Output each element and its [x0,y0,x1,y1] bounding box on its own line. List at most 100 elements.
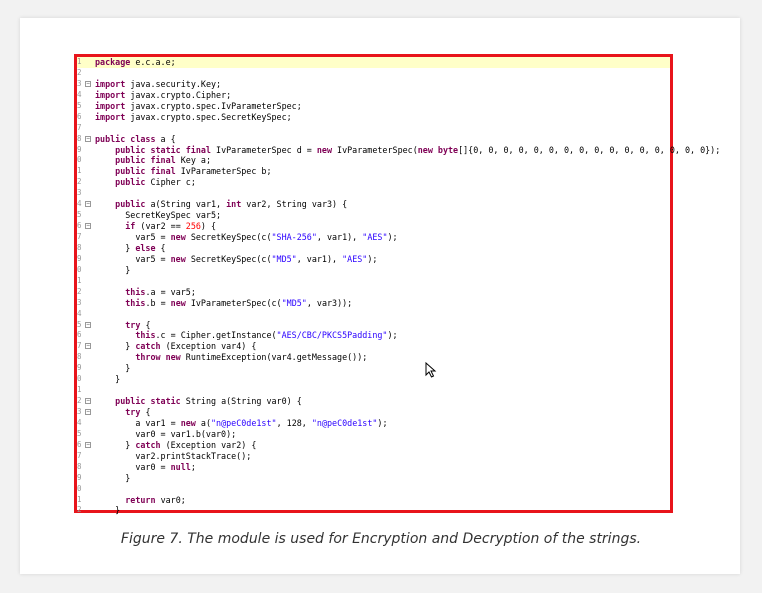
line-number: 3 [77,78,82,88]
code-token: javax.crypto.spec.SecretKeySpec; [125,111,292,122]
code-token [95,407,125,417]
fold-toggle-icon[interactable]: − [85,134,91,142]
code-line: 1 public final IvParameterSpec b; [77,166,670,177]
code-token: Cipher c; [145,177,196,188]
line-number: 6 [77,111,82,121]
code-token: { [140,319,151,330]
code-token: ; [190,461,196,472]
code-token [95,298,125,308]
line-number: 0 [77,374,82,384]
code-line: 9 public static final IvParameterSpec d … [77,145,720,156]
code-text: var5 = new SecretKeySpec(c("MD5", var1),… [95,254,377,265]
code-line: 7− } catch (Exception var4) { [77,341,670,352]
code-text: return var0; [95,495,186,506]
code-line: 0 } [77,374,670,385]
fold-toggle-icon[interactable]: − [85,408,91,415]
code-line: 6 this.c = Cipher.getInstance("AES/CBC/P… [77,330,670,341]
code-text: this.b = new IvParameterSpec(c("MD5", va… [95,298,352,309]
keyword-token: this [135,330,156,341]
keyword-token: import [95,89,126,100]
code-token: ); [367,253,378,264]
code-line: 4 [77,309,670,320]
code-text: import javax.crypto.Cipher; [95,90,231,101]
keyword-token: package [95,57,131,67]
code-token: e.c.a.e; [130,57,176,67]
line-number: 6 [77,330,82,340]
number-token: 256 [185,221,201,232]
code-line: 8 var0 = null; [77,462,670,473]
code-token: } [95,374,121,385]
keyword-token: new [170,297,186,308]
code-line: 2 } [77,505,670,516]
keyword-token: new byte [417,144,459,155]
code-token: IvParameterSpec( [332,144,418,155]
code-text: } [95,505,120,516]
fold-toggle-icon[interactable]: − [85,222,91,230]
keyword-token: else [135,242,156,253]
fold-toggle-icon[interactable]: − [85,320,91,328]
code-text: this.c = Cipher.getInstance("AES/CBC/PKC… [95,330,397,341]
code-token: RuntimeException(var4.getMessage()); [180,352,368,363]
code-line: 4 a var1 = new a("n@peC0de1st", 128, "n@… [77,418,670,429]
keyword-token: null [170,461,191,472]
code-text: throw new RuntimeException(var4.getMessa… [95,352,367,363]
keyword-token: import [95,100,126,111]
code-token: (var2 == [135,221,186,232]
code-line: 3− try { [77,407,670,418]
code-text: } else { [95,242,165,254]
fold-toggle-icon[interactable]: − [85,342,91,350]
keyword-token: this [125,297,146,308]
code-token: } [95,363,131,374]
code-line: 2 this.a = var5; [77,287,670,298]
fold-toggle-icon[interactable]: − [85,200,91,208]
code-text: public class a { [95,134,176,145]
code-line: 5− try { [77,320,670,331]
code-line: 9 } [77,363,670,374]
code-line: 2− public static String a(String var0) { [77,396,670,407]
line-number: 3 [77,407,82,416]
keyword-token: public class [95,133,156,144]
line-number: 8 [77,461,82,471]
code-line: 0 [77,484,670,495]
keyword-token: new [170,253,186,264]
code-line: 1 return var0; [77,495,670,506]
code-token: a( [195,417,211,428]
code-token: } [95,242,136,253]
code-token: (Exception var4) { [160,341,257,352]
code-text: } catch (Exception var2) { [95,440,256,451]
code-token: } [95,264,131,275]
code-text: public Cipher c; [95,177,196,188]
line-number: 9 [77,472,82,482]
fold-toggle-icon[interactable]: − [85,79,91,87]
code-line: 2 [77,68,670,79]
code-token: (Exception var2) { [160,439,257,450]
code-line: 4− public a(String var1, int var2, Strin… [77,199,670,210]
code-text: public final IvParameterSpec b; [95,166,271,177]
string-token: "AES" [342,253,368,264]
line-number: 5 [77,428,82,438]
code-token: } [95,341,136,352]
code-token: var0 = [95,461,171,472]
line-number: 7 [77,341,82,351]
code-line: 0 public final Key a; [77,155,670,166]
code-line: 9 } [77,473,670,484]
code-text: public static final IvParameterSpec d = … [95,145,720,156]
fold-toggle-icon[interactable]: − [85,440,91,448]
keyword-token: throw new [135,352,181,363]
line-number: 1 [77,166,82,176]
string-token: "AES" [362,232,388,242]
line-number: 8 [77,133,82,143]
line-number: 4 [77,89,82,99]
code-token: String a(String var0) { [180,396,302,407]
fold-toggle-icon[interactable]: − [85,397,91,405]
code-token: Key a; [175,155,211,166]
code-text: public static String a(String var0) { [95,396,302,407]
line-number: 9 [77,253,82,263]
line-number: 0 [77,155,82,165]
code-text: } [95,473,130,484]
code-line: 3 this.b = new IvParameterSpec(c("MD5", … [77,298,670,309]
keyword-token: public static final [115,144,211,155]
line-number: 5 [77,319,82,329]
figure-caption: Figure 7. The module is used for Encrypt… [120,531,642,547]
